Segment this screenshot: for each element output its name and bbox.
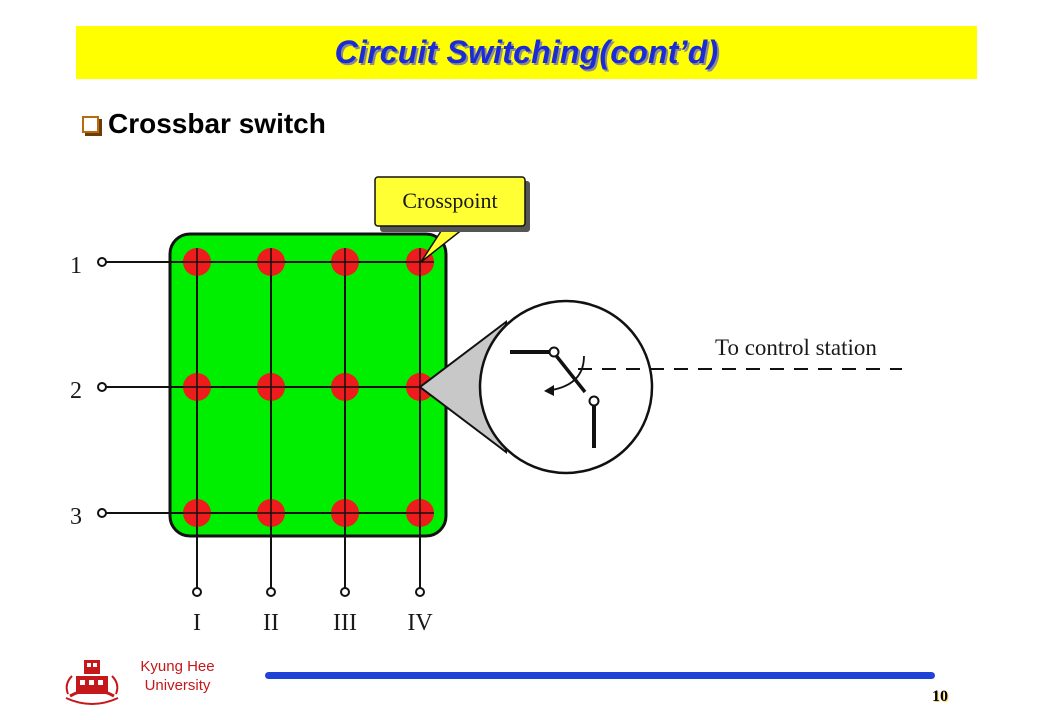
switch-contact [510, 346, 600, 448]
bullet-item: Crossbar switch [82, 104, 326, 144]
output-terminal-I [192, 587, 202, 597]
bullet-text: Crossbar switch [108, 108, 326, 139]
footer-divider [265, 672, 935, 679]
input-terminal-3 [97, 508, 107, 518]
output-terminal-IV [415, 587, 425, 597]
row-label-2: 2 [70, 378, 82, 404]
slide-title: Circuit Switching(cont’d) [334, 34, 719, 70]
column-label-I: I [193, 610, 201, 636]
callout-box [374, 176, 526, 227]
title-bar: Circuit Switching(cont’d) [76, 26, 977, 79]
switch-body [168, 232, 448, 538]
university-logo-icon [65, 660, 119, 705]
university-name-line1: Kyung Hee [140, 658, 215, 675]
switch-blade [552, 351, 587, 394]
input-terminal-2 [97, 382, 107, 392]
switch-motion-arc [551, 355, 585, 391]
page-number: 10 [932, 688, 948, 705]
switch-contact-point [588, 395, 600, 407]
output-terminal-II [266, 587, 276, 597]
university-name: Kyung Hee University [120, 657, 235, 695]
row-label-1: 1 [70, 253, 82, 279]
callout-label: Crosspoint [402, 188, 497, 213]
university-name-line2: University [144, 677, 211, 694]
grid-overlay [183, 248, 434, 527]
square-bullet-icon [82, 115, 99, 133]
input-terminal-1 [97, 257, 107, 267]
switch-motion-arrowhead [544, 385, 554, 396]
magnified-crosspoint [478, 299, 654, 475]
column-label-II: II [263, 610, 279, 636]
column-label-III: III [333, 610, 357, 636]
column-label-IV: IV [407, 610, 433, 636]
output-terminal-III [340, 587, 350, 597]
switch-pivot [548, 346, 560, 358]
control-station-label: To control station [715, 335, 877, 360]
row-label-3: 3 [70, 504, 82, 530]
